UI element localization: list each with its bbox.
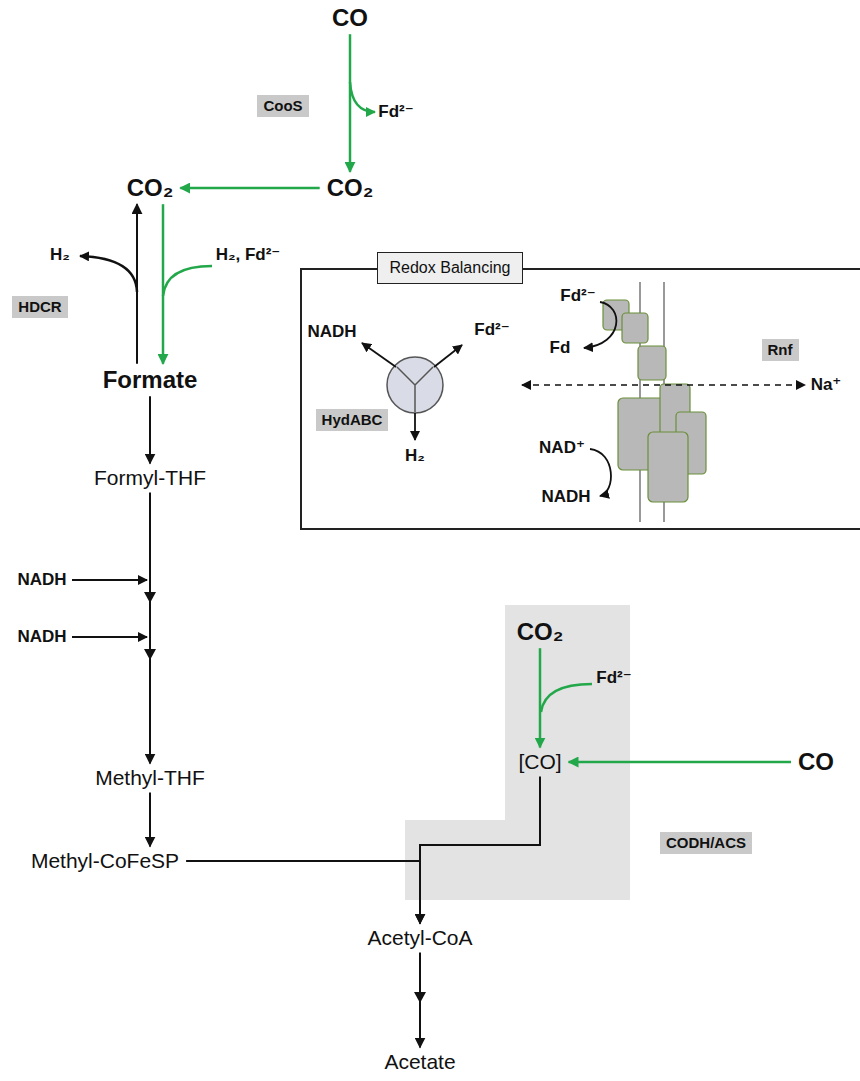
- metabolite: [CO]: [515, 750, 564, 773]
- metabolite: CO: [329, 5, 371, 31]
- species-label: NADH: [307, 322, 356, 342]
- input-arrow: [72, 636, 147, 638]
- pathway-arrow: [149, 793, 151, 847]
- enzyme-label: HDCR: [12, 296, 67, 318]
- species-label: NADH: [541, 487, 590, 507]
- enzyme-band: [405, 605, 630, 900]
- metabolite: CO: [795, 749, 837, 775]
- node-text: Methyl-CoFeSP: [31, 849, 179, 872]
- enzyme-label: CODH/ACS: [660, 832, 752, 854]
- species-label: Fd: [550, 338, 571, 358]
- node-text: HydABC: [322, 411, 383, 428]
- pathway-arrow: [420, 777, 540, 924]
- carbon-monoxide-flux-arrow: [180, 187, 319, 190]
- node-text: CO₂: [517, 618, 564, 645]
- species-label: NADH: [17, 627, 66, 647]
- hydrogenase-symbol: [397, 367, 433, 412]
- metabolite: CO₂: [124, 175, 177, 201]
- metabolite: Methyl-THF: [92, 766, 208, 789]
- node-text: CO₂: [327, 174, 374, 201]
- metabolite: CO₂: [514, 619, 567, 645]
- node-text: HDCR: [18, 298, 61, 315]
- redox-arrow: [434, 345, 462, 367]
- node-text: Formyl-THF: [94, 466, 206, 489]
- node-text: Acetyl-CoA: [367, 926, 472, 949]
- pathway-arrow: [149, 396, 151, 463]
- node-text: CO₂: [127, 174, 174, 201]
- redox-arrow: [362, 343, 396, 367]
- node-text: CODH/ACS: [666, 834, 746, 851]
- node-text: Acetate: [384, 1050, 455, 1073]
- node-text: Rnf: [768, 341, 793, 358]
- species-label: Fd²⁻: [596, 668, 631, 688]
- metabolite: CO₂: [324, 175, 377, 201]
- input-arrow: [72, 579, 147, 581]
- branch-arrow: [80, 256, 137, 292]
- redox-arrow: [414, 413, 416, 440]
- pathway-arrow: [419, 953, 421, 1048]
- branch-line: [541, 684, 592, 712]
- species-label: Fd²⁻: [560, 286, 595, 306]
- enzyme-label: CooS: [257, 95, 308, 117]
- enzyme-label: Rnf: [762, 339, 799, 361]
- species-label: H₂, Fd²⁻: [216, 245, 281, 265]
- ion-flow-arrow: [522, 384, 805, 386]
- node-text: CooS: [263, 97, 302, 114]
- redox-arrow: [584, 302, 616, 348]
- pathway-arrow: [186, 861, 420, 924]
- panel-heading: Redox Balancing: [377, 252, 524, 283]
- carbon-monoxide-flux-arrow: [539, 648, 542, 747]
- metabolite: Acetyl-CoA: [364, 926, 475, 949]
- branch-arrow: [350, 82, 375, 112]
- metabolite: Acetate: [381, 1050, 458, 1073]
- species-label: Na⁺: [811, 375, 842, 395]
- species-label: H₂: [405, 446, 425, 466]
- metabolite: Methyl-CoFeSP: [28, 849, 182, 872]
- pathway-arrow: [136, 204, 138, 364]
- species-label: NADH: [17, 570, 66, 590]
- species-label: H₂: [50, 245, 70, 265]
- metabolite: Formate: [100, 367, 201, 393]
- node-text: CO: [798, 748, 834, 775]
- carbon-monoxide-flux-arrow: [349, 34, 352, 172]
- metabolite: Formyl-THF: [91, 466, 209, 489]
- species-label: Fd²⁻: [474, 320, 509, 340]
- species-label: NAD⁺: [539, 438, 585, 458]
- node-text: Methyl-THF: [95, 766, 205, 789]
- pathway-arrow: [149, 493, 151, 764]
- rnf-complex: [603, 300, 706, 502]
- redox-arrow: [590, 449, 611, 496]
- node-text: Formate: [103, 366, 198, 393]
- species-label: Fd²⁻: [378, 102, 413, 122]
- branch-line: [163, 266, 212, 296]
- node-text: CO: [332, 4, 368, 31]
- carbon-monoxide-flux-arrow: [162, 204, 165, 364]
- enzyme-label: HydABC: [316, 409, 389, 431]
- carbon-monoxide-flux-arrow: [569, 761, 791, 764]
- node-text: [CO]: [518, 750, 561, 773]
